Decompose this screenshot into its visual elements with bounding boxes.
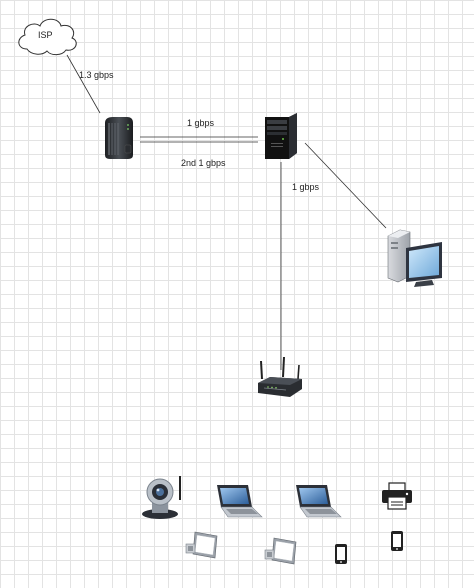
server-tower-icon xyxy=(265,113,297,159)
isp-cloud xyxy=(14,13,80,57)
workstation xyxy=(386,228,444,288)
tablet-icon xyxy=(264,537,297,565)
laptop-icon xyxy=(217,485,263,518)
smartphone-icon xyxy=(391,531,403,551)
edge-label-isp-modem: 1.3 gbps xyxy=(79,70,114,80)
edge-label-modem-server-2: 2nd 1 gbps xyxy=(181,158,226,168)
cloud-icon xyxy=(18,18,77,56)
edge-isp-modem xyxy=(66,54,101,114)
edge-label-server-router: 1 gbps xyxy=(292,182,320,192)
printer xyxy=(381,482,413,512)
ip-camera-icon xyxy=(142,476,181,519)
phone-2 xyxy=(390,530,404,552)
router xyxy=(256,356,304,401)
desktop-computer-icon xyxy=(387,229,442,287)
laptop-icon xyxy=(296,485,342,518)
phone-1 xyxy=(334,543,348,565)
wireless-router-icon xyxy=(258,356,302,397)
laptop-2 xyxy=(293,483,343,523)
isp-label: ISP xyxy=(38,30,53,40)
modem xyxy=(101,115,135,161)
printer-icon xyxy=(382,482,412,510)
modem-icon xyxy=(105,117,133,159)
laptop-1 xyxy=(214,483,264,523)
ip-camera xyxy=(138,472,188,522)
edge-server-workstation xyxy=(304,142,387,229)
server xyxy=(261,113,301,161)
tablet-1 xyxy=(185,530,219,560)
edge-label-modem-server-1: 1 gbps xyxy=(187,118,215,128)
tablet-icon xyxy=(185,531,218,559)
smartphone-icon xyxy=(335,544,347,564)
tablet-2 xyxy=(264,536,298,566)
